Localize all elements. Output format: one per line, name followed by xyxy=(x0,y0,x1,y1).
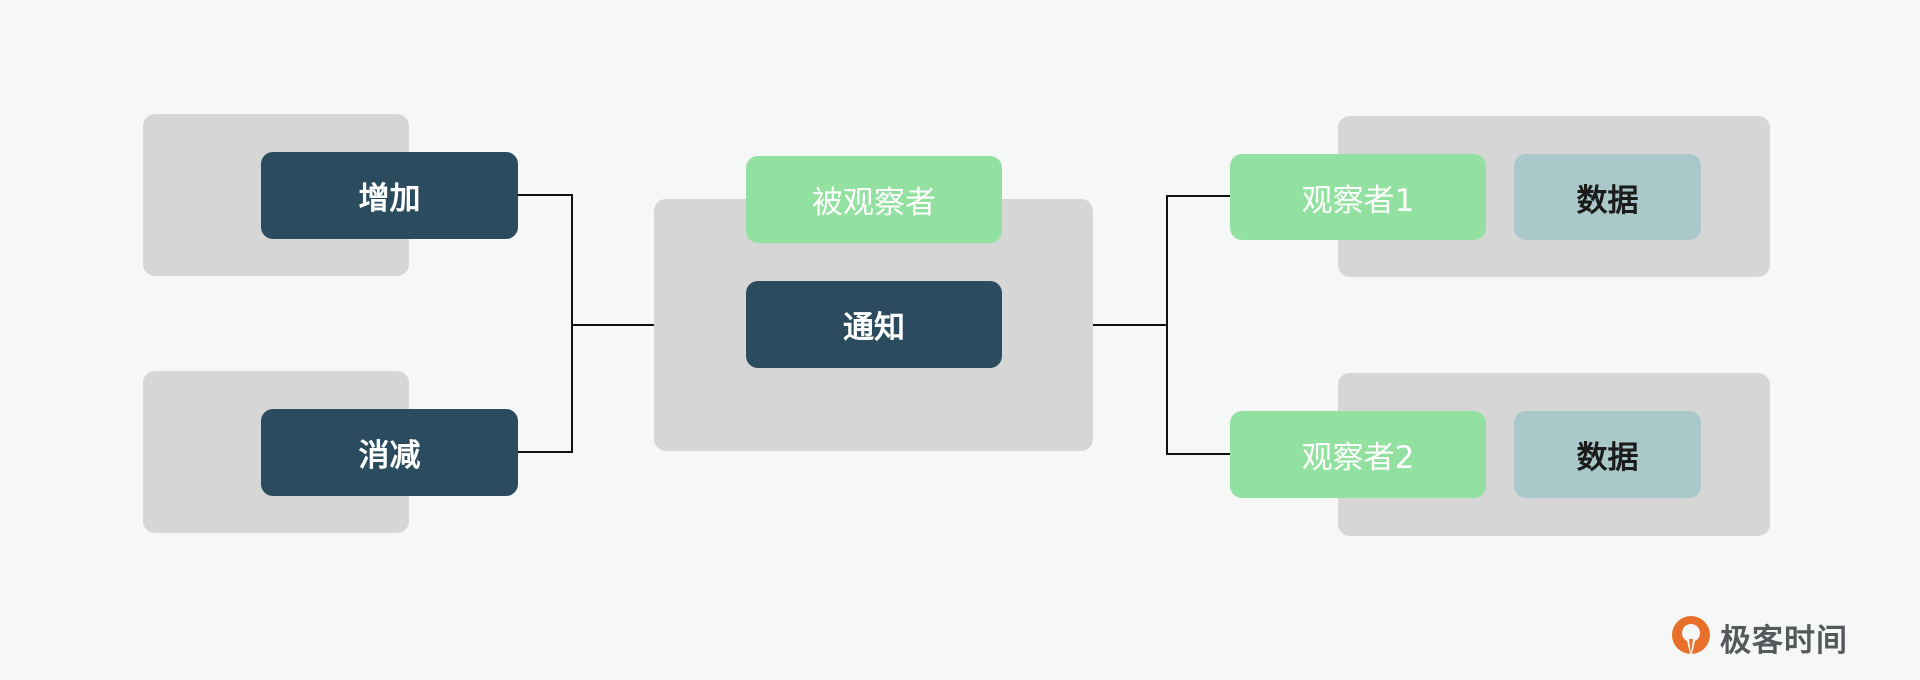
observer-1-box: 观察者1 xyxy=(1230,154,1486,240)
brand-name: 极客时间 xyxy=(1720,622,1848,659)
connector-increase xyxy=(518,194,573,325)
increase-box: 增加 xyxy=(261,152,518,239)
connector-observer-2 xyxy=(1166,325,1230,455)
connector-observer-1 xyxy=(1166,195,1230,325)
observer-2-data-box: 数据 xyxy=(1514,411,1701,498)
connector-decrease xyxy=(518,325,573,453)
brand-logo-icon xyxy=(1672,616,1710,658)
decrease-box: 消减 xyxy=(261,409,518,496)
observer-1-data-box: 数据 xyxy=(1514,154,1701,240)
brand-logo: 极客时间 xyxy=(1668,612,1868,662)
observer-2-box: 观察者2 xyxy=(1230,411,1486,498)
subject-title-box: 被观察者 xyxy=(746,156,1002,243)
notify-box: 通知 xyxy=(746,281,1002,368)
